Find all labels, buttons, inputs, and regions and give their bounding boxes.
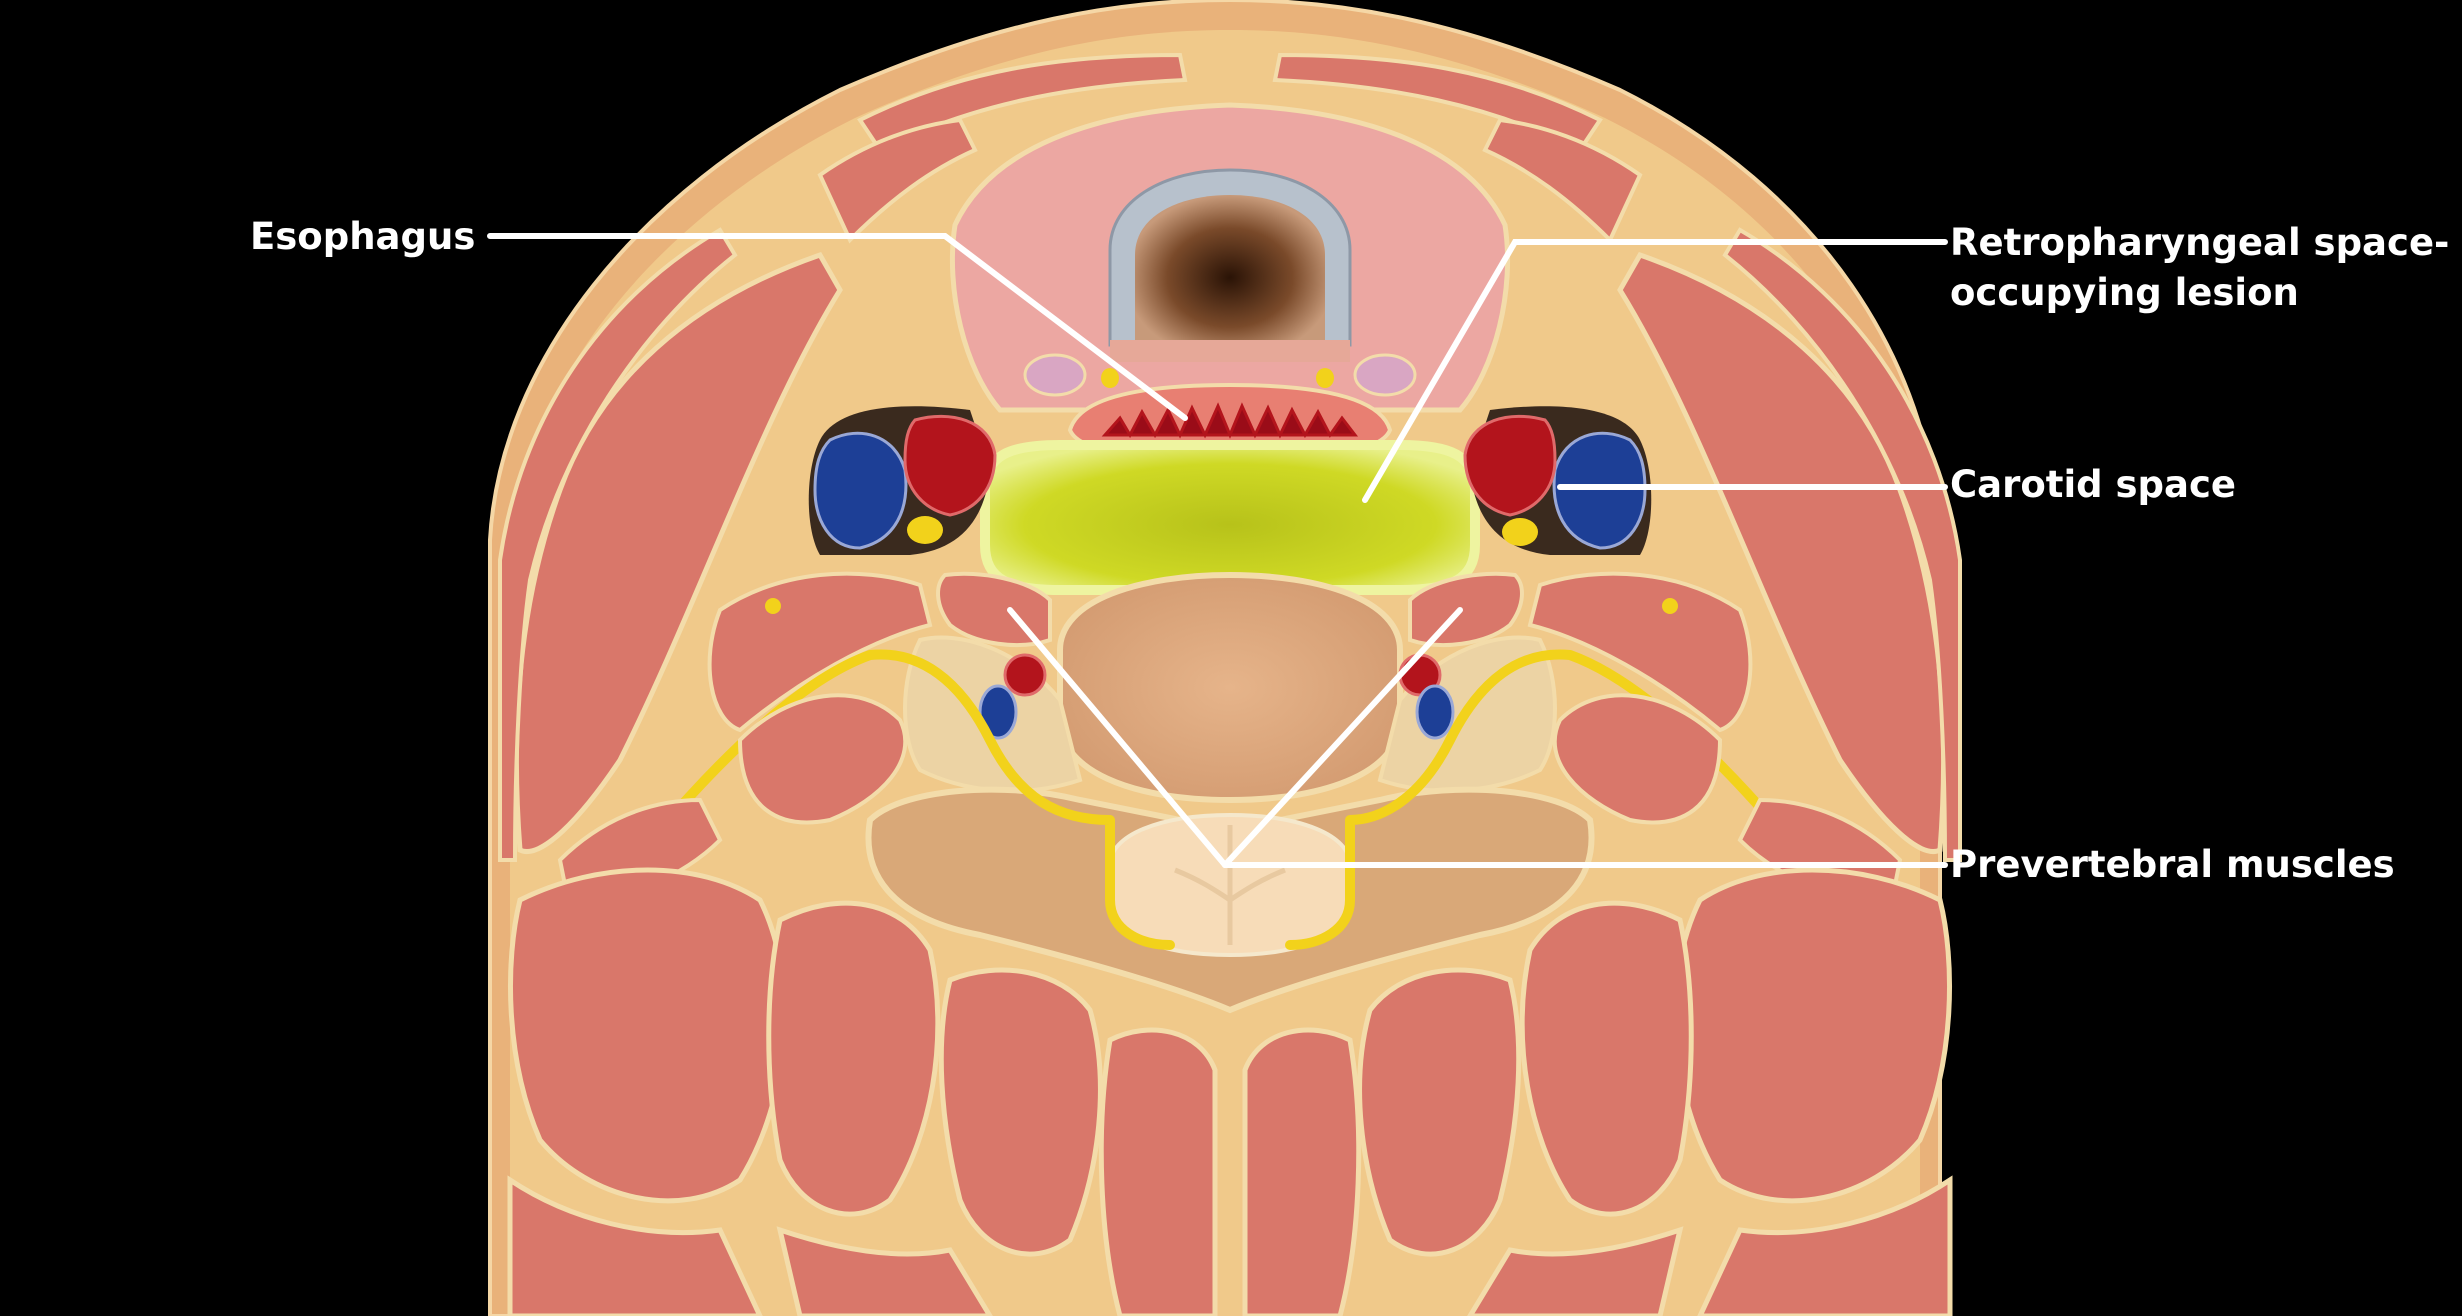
deep-neck-muscle-right [1552, 693, 1723, 825]
platysma-left [857, 52, 1188, 153]
leader-line-prevertebral-left [1007, 607, 1228, 868]
retropharyngeal-lesion [980, 440, 1480, 595]
recurrent-laryngeal-nerve-left [1101, 368, 1119, 388]
label-retropharyngeal-lesion: Retropharyngeal space- occupying lesion [1950, 218, 2449, 318]
scalene-muscle-left [707, 571, 933, 733]
parathyroid-right [1353, 353, 1417, 397]
vertebral-body [1057, 571, 1403, 804]
scalene-muscle-right [1527, 571, 1753, 733]
leader-line-esophagus [487, 233, 1188, 421]
spinal-cord [1108, 812, 1352, 958]
strap-muscle-right [1482, 117, 1643, 244]
label-prevertebral-muscles: Prevertebral muscles [1950, 843, 2395, 886]
leader-lines [487, 233, 1948, 868]
prevertebral-muscle-right [1408, 571, 1524, 647]
accessory-nerve-right [1662, 598, 1678, 614]
parathyroid-left [1023, 353, 1087, 397]
vertebral-vessels-left [978, 653, 1047, 740]
recurrent-laryngeal-nerve-right [1316, 368, 1334, 388]
leader-line-prevertebral-right [1222, 607, 1463, 868]
trachea [1108, 168, 1352, 362]
platysma-right [1272, 52, 1603, 153]
lateral-muscle-right-outer [1722, 227, 1962, 862]
label-retropharyngeal-line1: Retropharyngeal space- [1950, 221, 2450, 264]
strap-muscle-left [817, 117, 978, 244]
deep-neck-muscle-left [737, 693, 908, 825]
label-retropharyngeal-line2: occupying lesion [1950, 271, 2299, 314]
label-carotid-space: Carotid space [1950, 463, 2237, 506]
accessory-nerve-left [765, 598, 781, 614]
carotid-sheath-right [1463, 406, 1652, 555]
lateral-muscle-left-outer [498, 227, 738, 862]
label-esophagus: Esophagus [250, 215, 476, 258]
carotid-sheath-left [808, 406, 997, 555]
posterior-neck-muscles [507, 867, 1953, 1316]
leader-line-retropharyngeal [1362, 239, 1948, 503]
